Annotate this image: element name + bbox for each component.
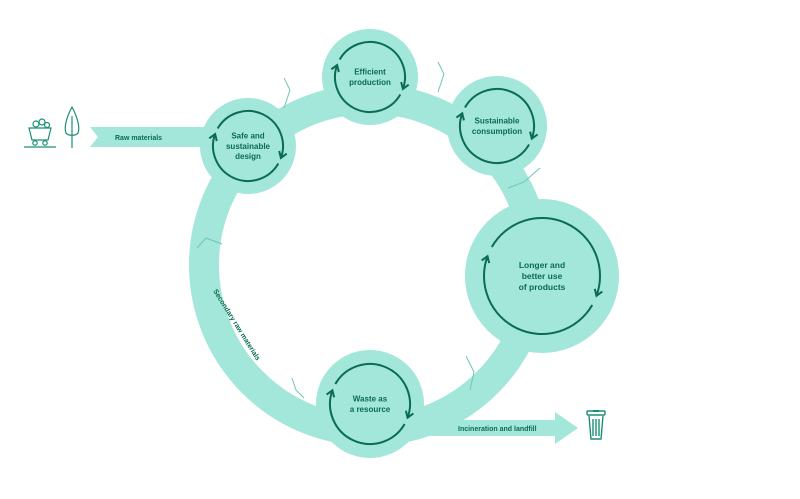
ring-seams [196,61,541,399]
stage-label-line: Efficient [354,68,386,77]
stage-label-line: sustainable [226,142,271,151]
cycle-arrows-icon [455,88,539,164]
stage-label-line: Waste as [353,395,388,404]
stage-circle [322,29,418,125]
cycle-arrows-icon [330,41,410,113]
stage-circle [316,350,424,458]
stage-label-line: production [349,78,391,87]
stage-label-line: Longer and [519,260,565,270]
stage-label-line: consumption [472,127,522,136]
trash-bin-icon [586,410,606,440]
incineration-label: Incineration and landfill [458,426,537,433]
stage-circle [447,76,547,176]
tree-icon [64,105,80,148]
stage-label-line: better use [522,271,563,281]
stage-label-line: design [235,152,261,161]
stage-label-line: of products [519,282,566,292]
cycle-arrows-icon [481,217,603,335]
stage-label-line: Sustainable [475,117,520,126]
cycle-arrows-icon [326,363,414,445]
stage-label-line: Safe and [231,131,264,140]
raw-materials-arrow: Raw materials [90,127,206,147]
incineration-arrow: Incineration and landfill [400,412,578,444]
stage-circle [200,98,296,194]
raw-materials-label: Raw materials [115,135,162,142]
mine-cart-icon [24,118,56,148]
stage-label-line: a resource [350,405,391,414]
cycle-arrows-icon [208,110,288,182]
stage-circle [465,199,619,353]
